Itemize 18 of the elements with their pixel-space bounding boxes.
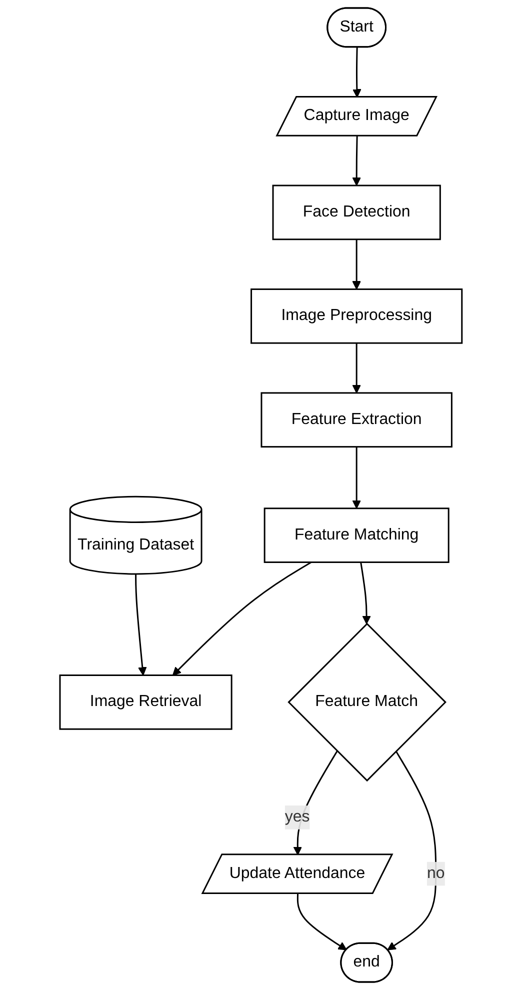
arrow — [134, 574, 146, 676]
node-box: Image Preprocessing — [250, 288, 462, 344]
edge-label: no — [426, 864, 444, 882]
edge-label: yes — [284, 808, 310, 826]
arrow — [352, 343, 361, 394]
arrow — [386, 750, 436, 950]
node-box: Face Detection — [272, 184, 440, 240]
arrow — [352, 239, 361, 290]
arrow — [352, 47, 361, 98]
node-box: Feature Extraction — [260, 392, 452, 448]
arrow — [352, 446, 361, 509]
node-diamond: Feature Match — [287, 622, 446, 782]
arrow — [360, 562, 370, 624]
node-box: Image Retrieval — [58, 674, 232, 730]
arrow — [296, 894, 346, 950]
arrow — [352, 136, 361, 186]
node-box: Feature Matching — [263, 508, 449, 563]
arrow — [172, 562, 312, 676]
